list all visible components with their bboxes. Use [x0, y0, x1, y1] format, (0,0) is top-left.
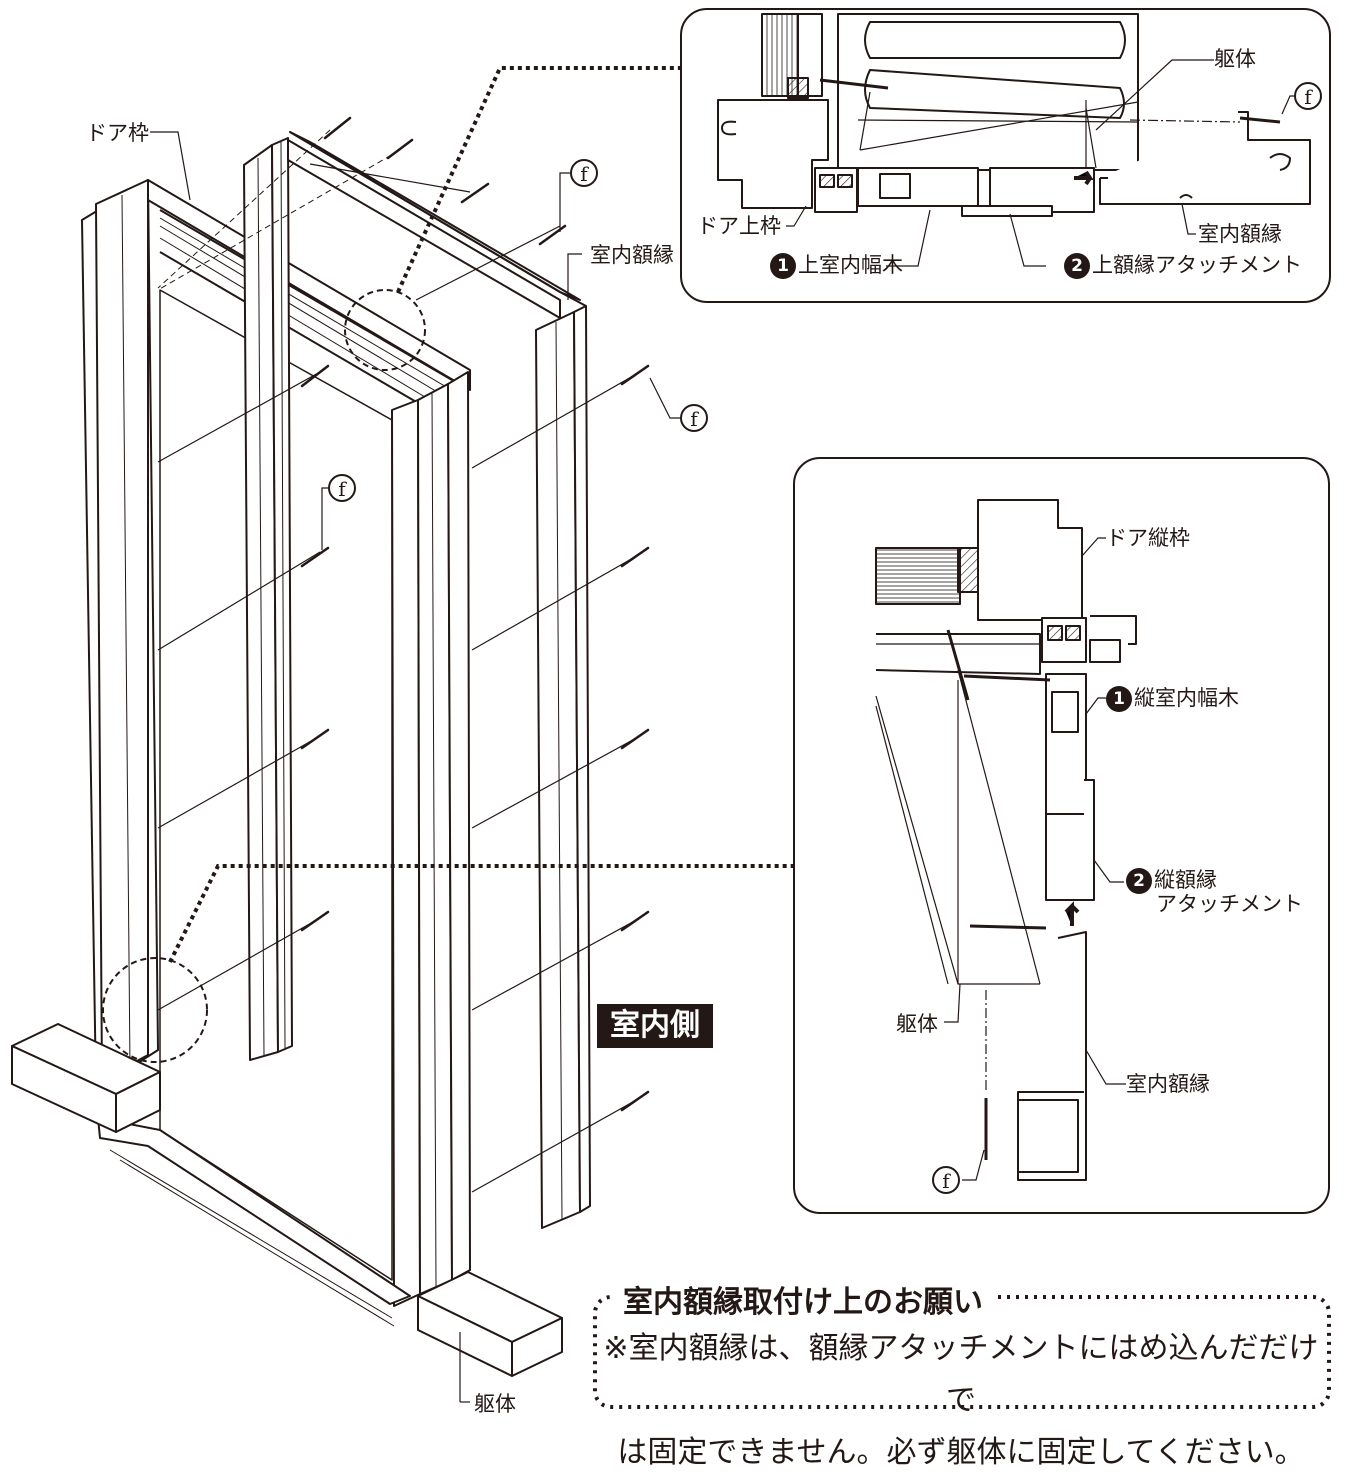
label-body-side: 躯体: [896, 1012, 938, 1036]
interior-side-badge: 室内側: [597, 1004, 713, 1048]
callout-leaders: [102, 66, 796, 1063]
installation-note: 室内額縁取付け上のお願い ※室内額縁は、額縁アタッチメントにはめ込んだだけで は…: [593, 1277, 1329, 1470]
top-section-screws: [819, 78, 1281, 186]
label-door-frame: ドア枠: [86, 121, 149, 145]
screw-icon: [538, 224, 567, 246]
screw-icon: [620, 1090, 650, 1112]
screw-icon: [300, 728, 330, 750]
note-body: ※室内額縁は、額縁アタッチメントにはめ込んだだけで は固定できません。必ず躯体に…: [593, 1323, 1329, 1479]
screw-icon: [1239, 116, 1281, 124]
label-vertical-casing-attachment-2: アタッチメント: [1156, 892, 1303, 916]
screw-icon: [963, 674, 1051, 682]
note-line-2: は固定できません。必ず躯体に固定してください。: [617, 1435, 1305, 1470]
screw-icon: [620, 546, 650, 568]
side-section-screws: [946, 629, 1080, 1160]
fastener-f-marker-2: f: [680, 404, 708, 432]
fastener-f-marker-side: f: [932, 1166, 960, 1194]
screw-icon: [300, 910, 330, 932]
label-door-head-frame: ドア上枠: [697, 214, 781, 238]
screw-icon: [620, 728, 650, 750]
screw-icon: [323, 116, 352, 140]
fastener-f-marker-top: f: [1294, 82, 1322, 110]
screw-icon: [386, 138, 414, 160]
side-section-lines: [875, 537, 1126, 1181]
number-1-badge: 1: [770, 253, 796, 279]
label-door-jamb: ドア縦枠: [1106, 526, 1190, 550]
side-section-detail: [875, 499, 1137, 1181]
door-frame-diagram: [11, 8, 1331, 1409]
screw-icon: [300, 364, 330, 388]
isometric-door-frame: [11, 129, 641, 1403]
screw-icon: [969, 924, 1047, 930]
label-body-top: 躯体: [1214, 47, 1256, 71]
screw-icon: [620, 364, 650, 386]
screw-icon: [946, 629, 970, 701]
note-title: 室内額縁取付け上のお願い: [611, 1277, 995, 1321]
screw-icon: [819, 78, 889, 90]
screw-icon: [300, 546, 330, 568]
fastener-f-marker-3: f: [328, 474, 356, 502]
label-interior-casing-side: 室内額縁: [1126, 1072, 1210, 1096]
screw-icon: [620, 910, 650, 932]
number-1-badge: 1: [1106, 686, 1132, 712]
screws: [300, 116, 650, 1112]
screw-icon: [460, 182, 490, 204]
note-line-1: ※室内額縁は、額縁アタッチメントにはめ込んだだけで: [603, 1331, 1319, 1418]
top-section-leaders: [786, 59, 1296, 267]
label-interior-casing-top: 室内額縁: [1198, 222, 1282, 246]
arrow-up-icon: [1064, 901, 1080, 926]
number-2-badge: 2: [1064, 253, 1090, 279]
label-body-bottom: 躯体: [474, 1392, 516, 1416]
top-section-detail: [717, 13, 1311, 217]
fastener-f-marker-1: f: [570, 159, 598, 187]
label-interior-casing: 室内額縁: [590, 243, 674, 267]
number-2-badge: 2: [1126, 868, 1152, 894]
